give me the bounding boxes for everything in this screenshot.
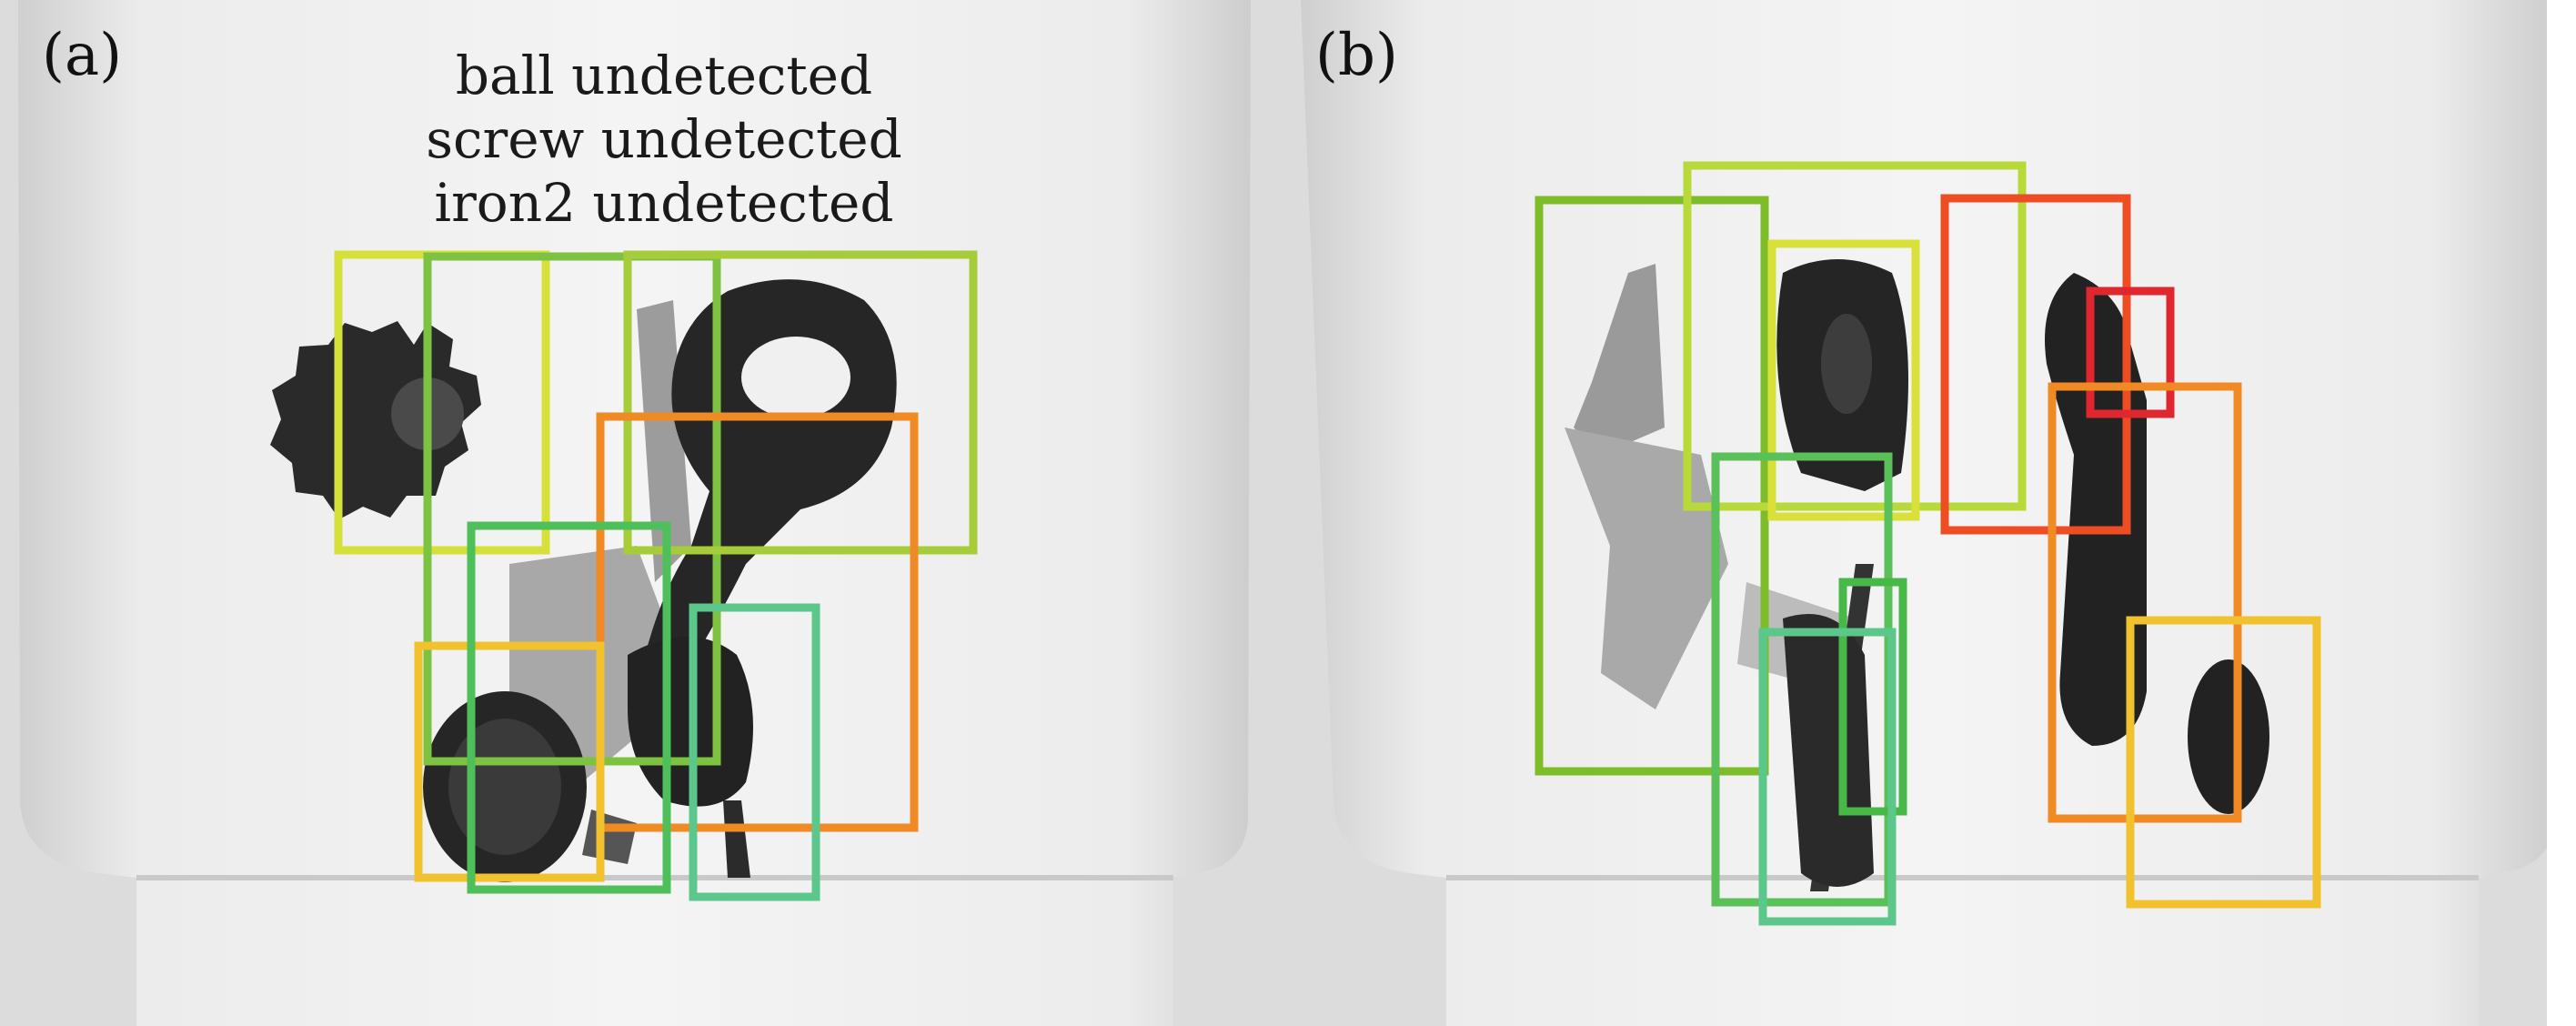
panel-b-detection-boxes: [1535, 161, 2321, 926]
detection-box: [1838, 578, 1907, 816]
detection-box: [596, 412, 919, 832]
panel-a: (a) ball undetected screw undetected iro…: [0, 0, 1273, 1026]
detection-box: [1940, 194, 2131, 535]
annotation-ball: ball undetected: [455, 45, 873, 106]
detection-box: [2086, 287, 2175, 418]
panel-b: (b): [1273, 0, 2547, 1026]
detection-box: [623, 250, 978, 555]
detection-box: [2126, 616, 2321, 909]
detection-box: [689, 603, 820, 901]
detection-box: [1758, 628, 1897, 926]
panel-a-label: (a): [42, 22, 123, 89]
panel-a-detection-boxes: [334, 250, 978, 901]
annotation-iron2: iron2 undetected: [434, 172, 894, 234]
detection-box: [423, 252, 721, 766]
panel-b-label: (b): [1315, 22, 1398, 89]
detection-box: [2048, 382, 2242, 823]
detection-box: [1767, 239, 1920, 521]
panel-b-xray-image: [1273, 0, 2547, 1026]
panel-b-objects: [1565, 259, 2269, 891]
detection-box: [414, 641, 605, 882]
detection-box: [1535, 196, 1769, 776]
panel-a-objects: [270, 279, 897, 882]
detection-box: [467, 521, 671, 894]
annotation-screw: screw undetected: [426, 108, 902, 170]
undetected-annotations: ball undetected screw undetected iron2 u…: [382, 44, 946, 235]
detection-box: [1683, 161, 2027, 511]
panel-a-xray-image: [0, 0, 1273, 1026]
